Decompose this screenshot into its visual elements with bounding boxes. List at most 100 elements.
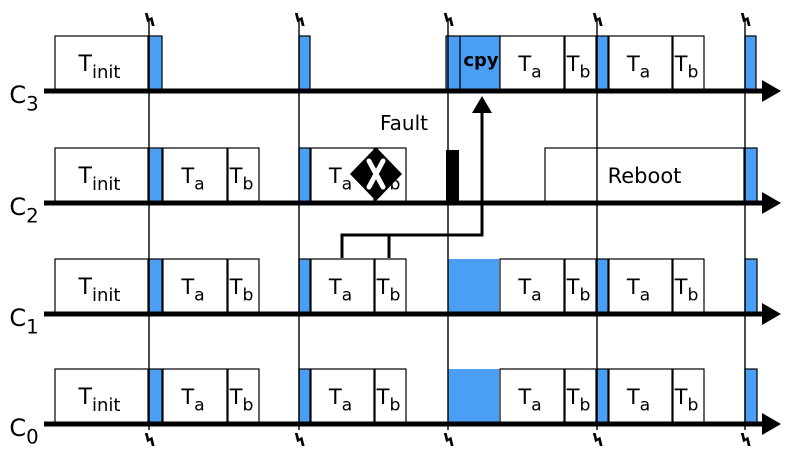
task-label-main: T	[180, 385, 194, 409]
sync-block	[744, 35, 757, 91]
task-box: Tb	[227, 147, 260, 203]
copy-bracket	[340, 233, 391, 258]
sync-block	[744, 147, 758, 203]
task-label-main: T	[517, 385, 531, 409]
task-label-main: T	[674, 275, 688, 299]
sync-block	[298, 368, 311, 424]
task-label: Ta	[517, 275, 541, 306]
sync-block	[298, 35, 311, 91]
task-box: Ta	[608, 368, 673, 424]
core-3-task-6	[564, 35, 597, 91]
task-box: Tb	[564, 368, 597, 424]
task-label-main: T	[229, 275, 243, 299]
task-label: Ta	[626, 275, 650, 306]
task-label: Tb	[229, 275, 254, 306]
axis-arrowhead	[762, 413, 781, 435]
task-box: Ta	[162, 368, 228, 424]
task-label-subscript: a	[640, 396, 651, 416]
task-label: Tinit	[78, 52, 121, 83]
task-label-main: T	[78, 52, 93, 77]
core-label-0: C0	[9, 414, 38, 449]
core-0-task-0	[54, 368, 149, 424]
core-label-2-subscript: 2	[26, 205, 39, 228]
task-label-main: T	[328, 164, 342, 188]
task-label-subscript: b	[579, 286, 590, 306]
task-box: Tinit	[54, 258, 149, 314]
core-1-task-8	[499, 258, 565, 314]
time-axis-0	[44, 413, 781, 435]
fault-block	[446, 150, 459, 202]
task-label: Tb	[376, 385, 401, 416]
core-label-0-subscript: 0	[26, 426, 39, 449]
task-box: Ta	[499, 35, 565, 91]
task-label-main: T	[566, 52, 580, 76]
task-label: Tb	[674, 52, 699, 83]
reboot-box: Reboot	[544, 147, 745, 203]
task-label: Tb	[229, 385, 254, 416]
sync-block	[148, 35, 163, 91]
core-0-task-2	[162, 368, 228, 424]
task-label: Ta	[328, 385, 352, 416]
sync-block	[298, 147, 311, 203]
copy-label: cpy	[463, 50, 499, 71]
task-label-main: T	[674, 52, 688, 76]
task-box: Tb	[227, 368, 260, 424]
reboot-label: Reboot	[608, 164, 682, 188]
task-label-main: T	[626, 52, 640, 76]
task-box: Ta	[310, 147, 375, 203]
task-label: Ta	[626, 52, 650, 83]
task-box: Tb	[227, 258, 260, 314]
sync-block	[596, 368, 609, 424]
task-box: Tb	[564, 258, 597, 314]
time-axis-1	[44, 303, 781, 325]
task-label-main: T	[376, 385, 390, 409]
task-label: Tb	[566, 52, 591, 83]
lightning-icon	[294, 13, 305, 26]
sync-block	[298, 258, 311, 314]
task-label-subscript: b	[242, 175, 253, 195]
axis-arrowhead	[762, 192, 781, 214]
fault-cross	[366, 158, 386, 190]
task-label-subscript: a	[640, 286, 651, 306]
task-label: Tinit	[78, 275, 121, 306]
task-label-subscript: a	[342, 286, 353, 306]
task-label-subscript: a	[194, 396, 205, 416]
core-2-task-3	[227, 147, 260, 203]
task-label: Tb	[674, 385, 699, 416]
task-label-main: T	[180, 164, 194, 188]
task-label-subscript: init	[92, 174, 121, 195]
core-3-task-9	[672, 35, 705, 91]
task-label: Tinit	[78, 385, 121, 416]
task-label-subscript: a	[640, 63, 651, 83]
core-label-3: C3	[9, 81, 38, 116]
task-label-subscript: a	[531, 286, 542, 306]
core-1-task-11	[608, 258, 673, 314]
task-label-subscript: b	[242, 286, 253, 306]
core-0-task-11	[608, 368, 673, 424]
task-label-subscript: b	[687, 396, 698, 416]
core-label-1-main: C	[9, 304, 26, 332]
task-box: Ta	[499, 258, 565, 314]
reboot-rect	[544, 147, 745, 203]
task-label: Tb	[566, 275, 591, 306]
task-label-main: T	[626, 385, 640, 409]
sync-block	[148, 147, 163, 203]
task-label-main: T	[517, 275, 531, 299]
task-label-main: T	[566, 385, 580, 409]
task-label-subscript: b	[389, 396, 400, 416]
core-label-2-main: C	[9, 193, 26, 221]
lightning-icon	[592, 433, 603, 446]
core-0-task-6	[374, 368, 407, 424]
task-label-subscript: b	[389, 286, 400, 306]
task-label-main: T	[229, 164, 243, 188]
task-label: Ta	[517, 52, 541, 83]
copy-arrowhead	[472, 96, 492, 113]
task-label-main: T	[626, 275, 640, 299]
core-label-1: C1	[9, 304, 38, 339]
core-label-2: C2	[9, 193, 38, 228]
state-copy-source	[448, 369, 499, 423]
lightning-icon	[443, 433, 454, 446]
task-label-subscript: b	[389, 175, 400, 195]
copy-path	[389, 110, 484, 237]
lightning-icon	[294, 433, 305, 446]
